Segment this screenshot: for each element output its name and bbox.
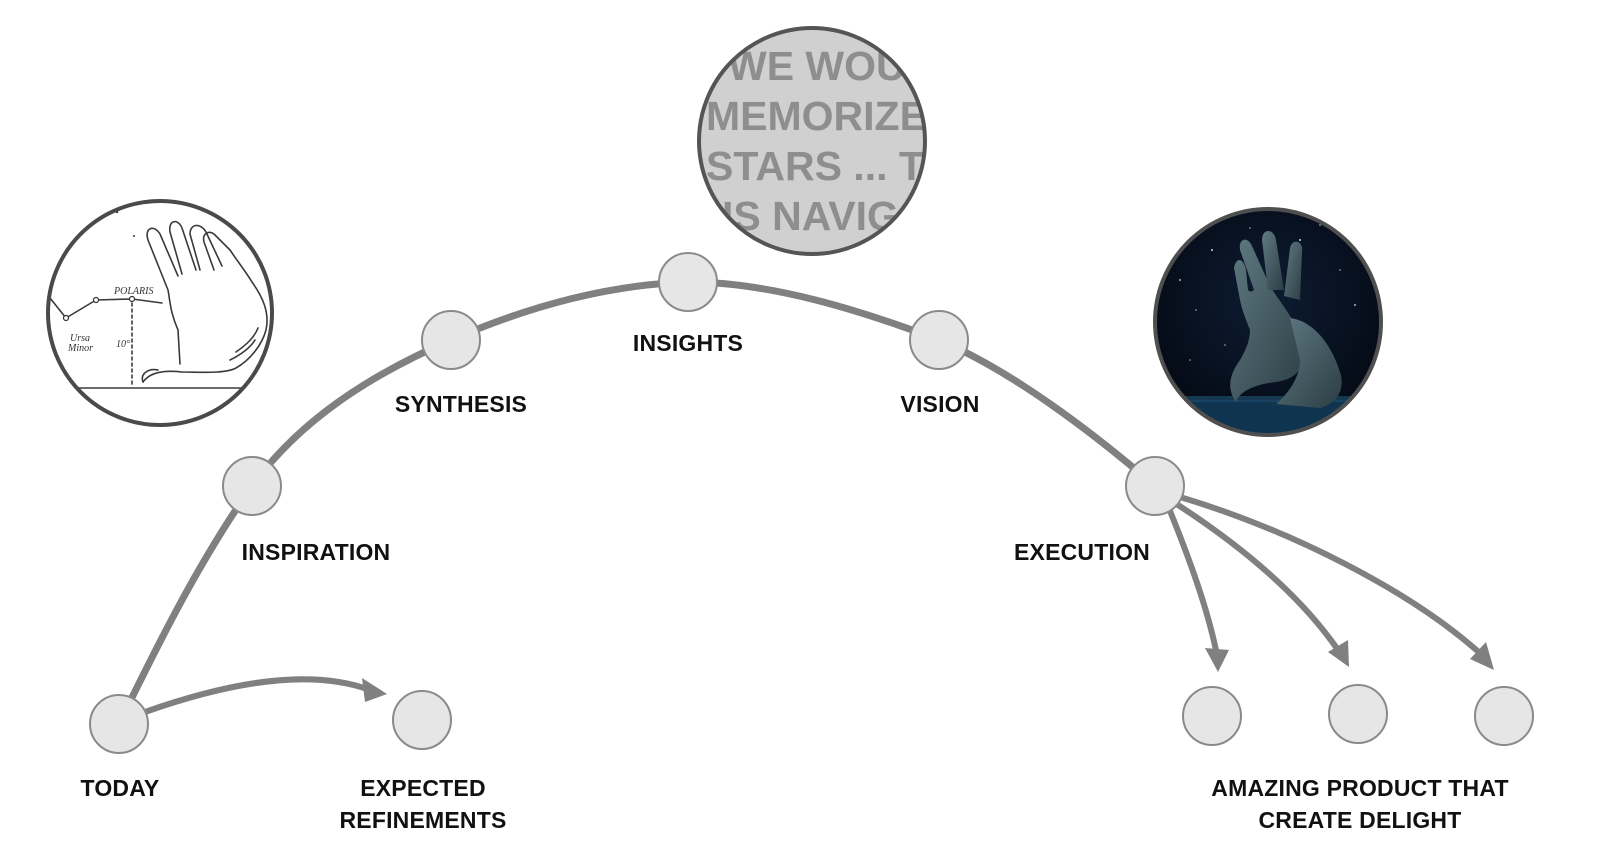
- label-expected-refinements-2: REFINEMENTS: [339, 807, 506, 833]
- quote-line-3: STARS ... TO: [706, 143, 955, 189]
- outcome-arrow-1: [1165, 503, 1220, 658]
- night-sky-hand-image: [1153, 207, 1383, 437]
- main-arc-path: [115, 278, 1159, 728]
- sketch-label-ursa: Ursa: [70, 333, 90, 344]
- refinement-arrowhead: [362, 678, 387, 702]
- node-today: [89, 694, 149, 754]
- label-amazing-product-2: CREATE DELIGHT: [1259, 807, 1462, 833]
- outcome-arrowhead-1: [1205, 648, 1229, 672]
- node-outcome-1: [1182, 686, 1242, 746]
- outcome-arrow-2: [1172, 500, 1341, 653]
- quote-line-1: WE WOU: [728, 43, 906, 89]
- refinement-arrow: [142, 676, 373, 715]
- label-insights: INSIGHTS: [633, 330, 743, 356]
- label-amazing-product-1: AMAZING PRODUCT THAT: [1211, 775, 1508, 801]
- outcome-arrow-3: [1177, 494, 1485, 658]
- label-vision: VISION: [900, 391, 979, 417]
- node-outcome-2: [1328, 684, 1388, 744]
- sketch-label-minor: Minor: [67, 343, 93, 354]
- sketch-label-angle: 10°: [116, 339, 130, 350]
- polaris-sketch-image: POLARIS Ursa Minor 10°: [46, 199, 274, 427]
- node-execution: [1125, 456, 1185, 516]
- quote-text-image: WE WOU MEMORIZE STARS ... TO IS NAVIG: [697, 26, 955, 256]
- node-expected-refinements: [392, 690, 452, 750]
- quote-line-2: MEMORIZE: [706, 93, 927, 139]
- sketch-label-polaris: POLARIS: [113, 286, 153, 297]
- node-inspiration: [222, 456, 282, 516]
- label-execution: EXECUTION: [1014, 539, 1150, 565]
- label-expected-refinements-1: EXPECTED: [360, 775, 486, 801]
- node-insights: [658, 252, 718, 312]
- label-today: TODAY: [81, 775, 160, 801]
- outcome-arrowhead-2: [1328, 640, 1349, 667]
- label-synthesis: SYNTHESIS: [395, 391, 527, 417]
- node-outcome-3: [1474, 686, 1534, 746]
- label-inspiration: INSPIRATION: [242, 539, 391, 565]
- node-synthesis: [421, 310, 481, 370]
- node-vision: [909, 310, 969, 370]
- quote-line-4: IS NAVIG: [722, 193, 899, 239]
- outcome-arrowhead-3: [1470, 642, 1494, 670]
